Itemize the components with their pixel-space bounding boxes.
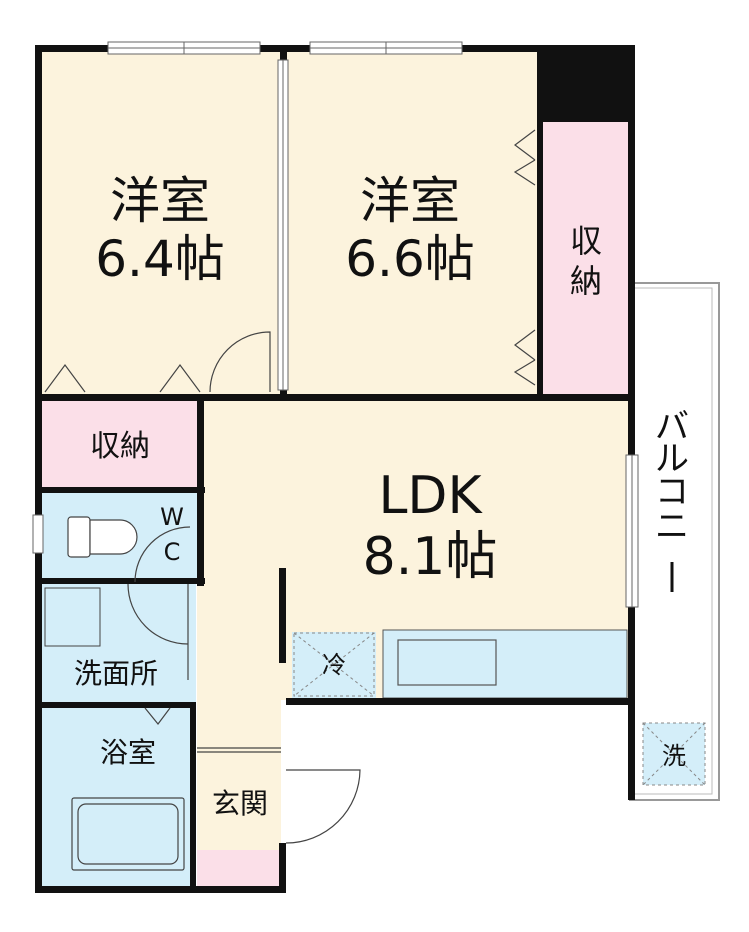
walls xyxy=(35,45,635,893)
balcony-label-3: コ xyxy=(655,472,689,512)
storage-left-label: 収納 xyxy=(90,429,150,464)
storage-right-label-1: 収 xyxy=(570,222,602,260)
floor-fills xyxy=(41,52,629,887)
ldk-name: LDK xyxy=(378,466,483,526)
storage-right-label-2: 納 xyxy=(570,262,602,300)
western-room-left-size: 6.4帖 xyxy=(95,230,225,288)
entrance-step-floor xyxy=(197,850,281,887)
western-room-right-name: 洋室 xyxy=(360,172,460,230)
bathroom-floor xyxy=(41,707,191,887)
storage-left-floor xyxy=(41,400,199,488)
fridge-outline xyxy=(293,632,375,697)
bathtub xyxy=(71,797,185,871)
storage-right-floor xyxy=(541,122,629,397)
sink xyxy=(397,639,497,686)
labels: 洋室 6.4帖 洋室 6.6帖 LDK 8.1帖 収 納 収納 W C 洗面所 … xyxy=(74,172,689,820)
washbasin xyxy=(44,587,101,647)
balcony-label-4: ニ xyxy=(655,507,689,547)
ldk-size: 8.1帖 xyxy=(363,527,498,587)
fridge-label: 冷 xyxy=(322,651,346,679)
balcony-label-1: バ xyxy=(655,407,689,447)
bathroom-label: 浴室 xyxy=(100,736,156,769)
balcony-label-2: ル xyxy=(655,439,689,479)
western-room-left-name: 洋室 xyxy=(110,172,210,230)
balcony xyxy=(629,282,720,801)
wc-label-w: W xyxy=(160,503,184,531)
windows xyxy=(32,41,639,608)
washer-label: 洗 xyxy=(662,742,686,770)
toilet xyxy=(67,516,138,558)
washroom-label: 洗面所 xyxy=(74,657,158,690)
entrance-label: 玄関 xyxy=(212,787,268,820)
western-room-right-floor xyxy=(287,52,537,397)
wc-label-c: C xyxy=(164,538,181,566)
kitchen-counter xyxy=(382,629,628,699)
western-room-right-size: 6.6帖 xyxy=(345,230,475,288)
door-swings xyxy=(44,129,536,844)
entrance-floor xyxy=(197,752,281,850)
